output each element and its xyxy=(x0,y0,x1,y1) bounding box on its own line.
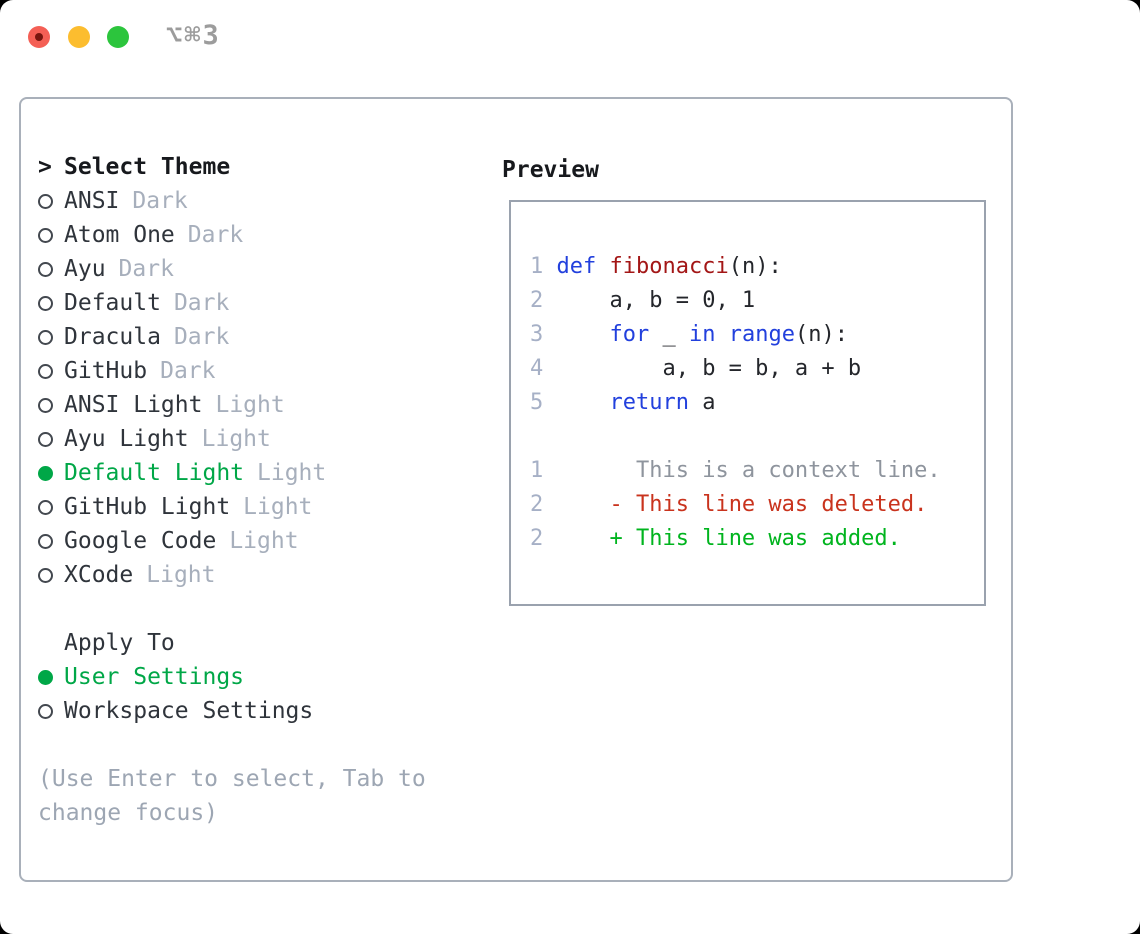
radio-icon xyxy=(38,567,64,583)
radio-icon xyxy=(38,533,64,549)
radio-icon xyxy=(38,295,64,311)
window-minimize-button[interactable] xyxy=(68,26,90,48)
theme-list-title: Select Theme xyxy=(64,154,231,180)
radio-selected-icon xyxy=(38,465,64,481)
radio-icon xyxy=(38,193,64,209)
apply-to-title: Apply To xyxy=(64,630,175,656)
apply-to-header: Apply To xyxy=(38,626,478,660)
code-line: 3 for _ in range(n): xyxy=(530,322,848,347)
spacer xyxy=(38,592,478,626)
apply-option-workspace-settings[interactable]: Workspace Settings xyxy=(38,694,478,728)
radio-icon xyxy=(38,431,64,447)
preview-box: 1 def fibonacci(n): 2 a, b = 0, 1 3 for _ … xyxy=(509,200,986,606)
radio-selected-icon xyxy=(38,669,64,685)
radio-icon xyxy=(38,363,64,379)
code-line: 1 def fibonacci(n): xyxy=(530,254,782,279)
radio-icon xyxy=(38,261,64,277)
prompt-arrow-icon: > xyxy=(38,154,52,180)
radio-icon xyxy=(38,703,64,719)
code-line: 4 a, b = b, a + b xyxy=(530,356,862,381)
apply-option-user-settings[interactable]: User Settings xyxy=(38,660,478,694)
code-line: 2 a, b = 0, 1 xyxy=(530,288,756,313)
diff-line: 2 - This line was deleted. xyxy=(530,492,928,517)
theme-list-header: > Select Theme xyxy=(38,150,478,184)
apply-option-label: User Settings xyxy=(64,664,245,690)
window-zoom-button[interactable] xyxy=(107,26,129,48)
code-line: 5 return a xyxy=(530,390,716,415)
radio-icon xyxy=(38,499,64,515)
close-dot-icon xyxy=(35,33,43,41)
help-text-line-1: (Use Enter to select, Tab to xyxy=(38,766,426,792)
spacer xyxy=(38,728,478,762)
blank-line xyxy=(530,420,984,454)
radio-icon xyxy=(38,329,64,345)
help-text-line-2: change focus) xyxy=(38,800,219,826)
keyboard-shortcut-label: ⌥⌘3 xyxy=(166,20,221,51)
preview-title: Preview xyxy=(502,157,599,183)
radio-icon xyxy=(38,227,64,243)
diff-line: 2 + This line was added. xyxy=(530,526,901,551)
window-close-button[interactable] xyxy=(28,26,50,48)
apply-option-label: Workspace Settings xyxy=(64,698,314,724)
diff-line: 1 This is a context line. xyxy=(530,458,941,483)
radio-icon xyxy=(38,397,64,413)
code-preview-area: 1 def fibonacci(n): 2 a, b = 0, 1 3 for _ … xyxy=(511,202,984,556)
